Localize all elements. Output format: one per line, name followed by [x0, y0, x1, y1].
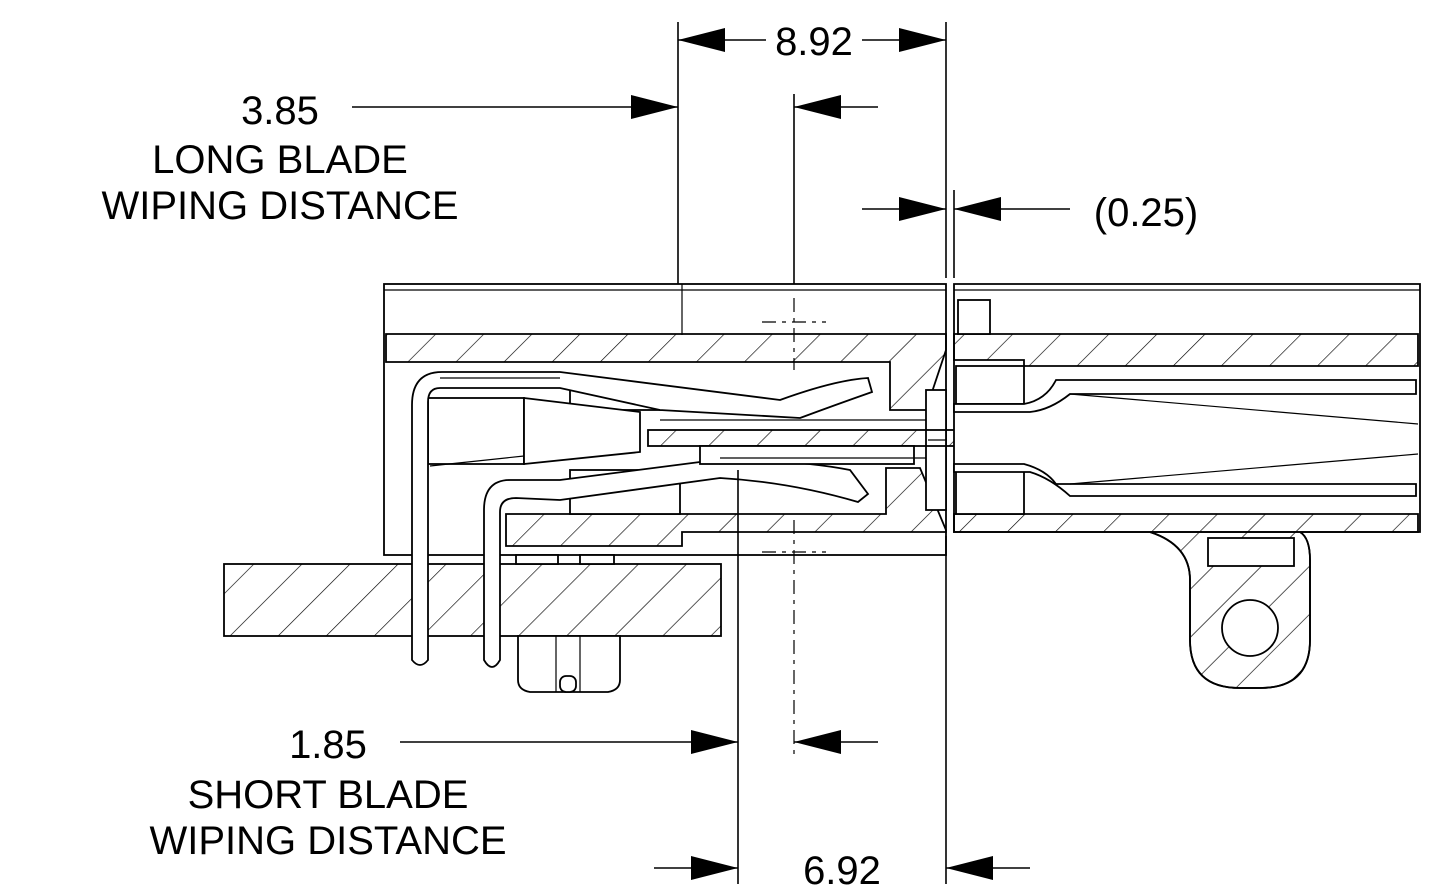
arrowhead-right [691, 730, 738, 754]
long-blade-label-line2: WIPING DISTANCE [101, 184, 458, 228]
right-mating-connector [953, 283, 1421, 689]
dimension-label-6-92: 6.92 [803, 849, 881, 889]
dimension-label-0-25: (0.25) [1094, 191, 1199, 235]
dimension-label-3-85: 3.85 [241, 89, 319, 133]
center-lines [762, 298, 826, 760]
dimension-6-92: 6.92 [654, 536, 1030, 889]
dimension-8-92: 8.92 [677, 20, 947, 410]
dimension-label-1-85: 1.85 [289, 723, 367, 767]
arrowhead-right [899, 197, 946, 221]
long-blade-contact [411, 371, 874, 666]
arrowhead-right [899, 28, 946, 52]
arrowhead-left [946, 856, 993, 880]
short-blade-contact [483, 460, 870, 668]
dimension-1-85-short-blade: 1.85 SHORT BLADE WIPING DISTANCE [149, 470, 878, 884]
dimension-label-8-92: 8.92 [775, 20, 853, 64]
arrowhead-right [631, 95, 678, 119]
left-connector-housing [383, 283, 947, 565]
arrowhead-left [794, 730, 841, 754]
arrowhead-right [691, 856, 738, 880]
dimension-3-85-long-blade: 3.85 LONG BLADE WIPING DISTANCE [101, 89, 878, 380]
arrowhead-left [794, 95, 841, 119]
long-blade-label-line1: LONG BLADE [152, 138, 408, 182]
pcb-board [223, 563, 722, 637]
board-lock-post [517, 635, 621, 693]
arrowhead-left [678, 28, 725, 52]
dimension-0-25: (0.25) [862, 190, 1198, 278]
arrowhead-left [954, 197, 1001, 221]
short-blade-label-line1: SHORT BLADE [188, 773, 469, 817]
short-blade-label-line2: WIPING DISTANCE [149, 819, 506, 863]
